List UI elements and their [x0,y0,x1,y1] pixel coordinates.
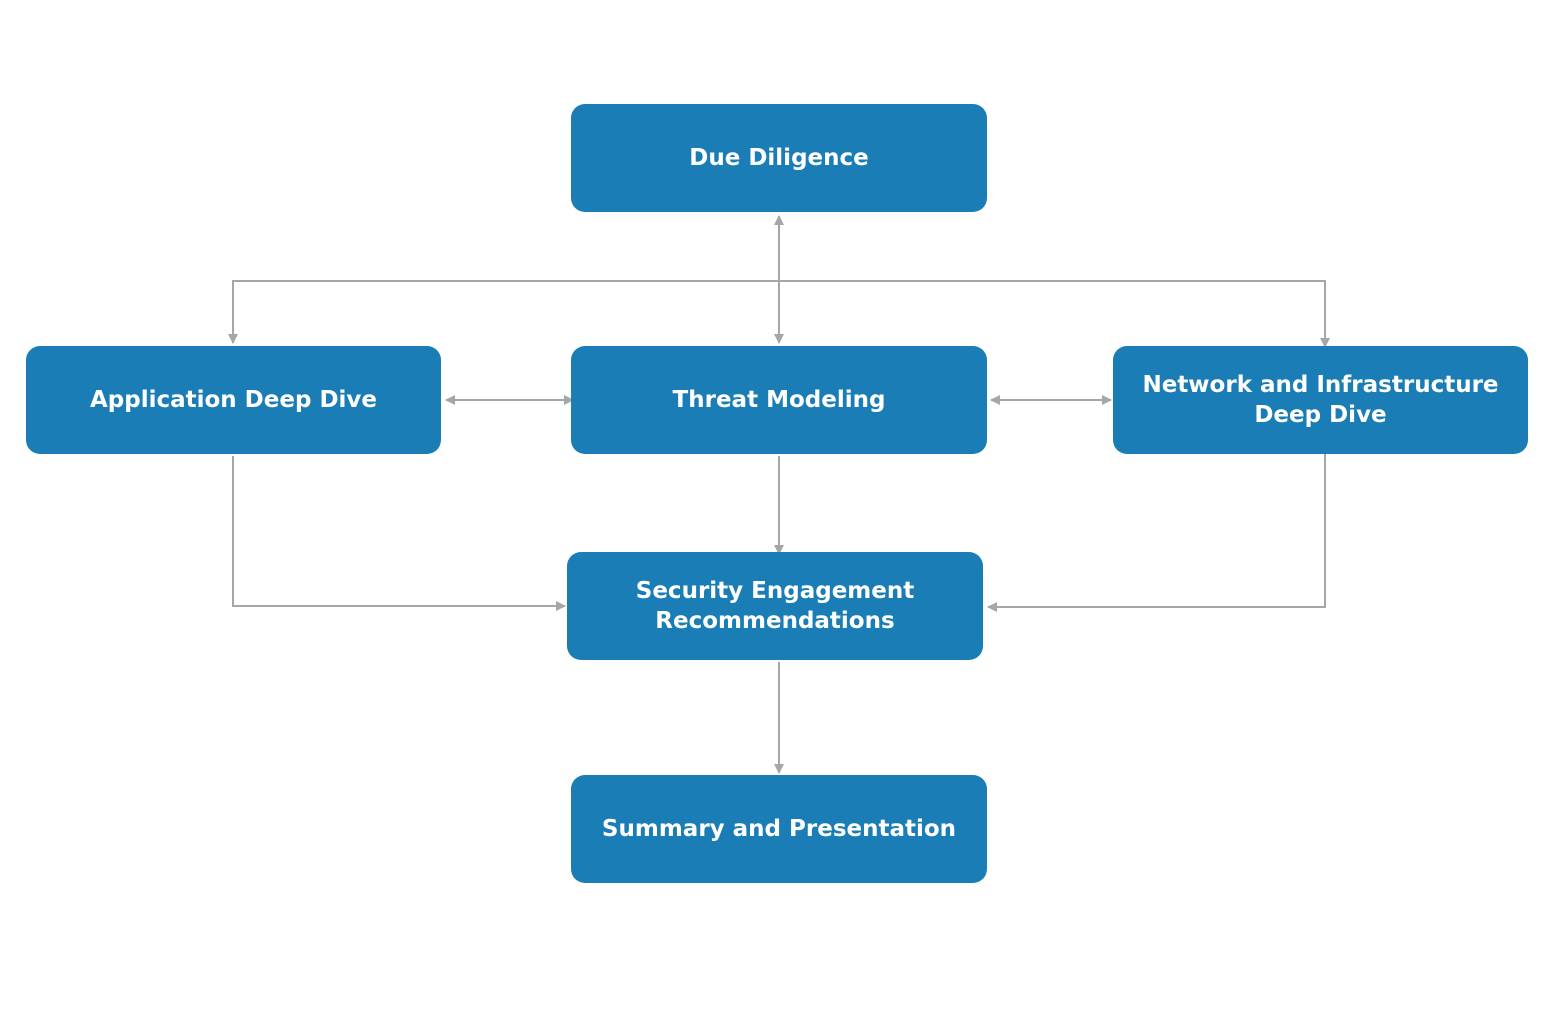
edge-due-net [779,280,1330,348]
node-threat-modeling: Threat Modeling [571,346,987,454]
node-summary-presentation-label: Summary and Presentation [601,816,957,842]
node-summary-presentation: Summary and Presentation [571,775,987,883]
edge-due-app [228,280,779,344]
node-network-infrastructure: Network and Infrastructure Deep Dive [1113,346,1528,454]
node-due-diligence-label: Due Diligence [689,145,869,171]
edge-app-sec [232,456,566,611]
node-threat-modeling-label: Threat Modeling [672,387,886,413]
node-due-diligence: Due Diligence [571,104,987,212]
node-security-recommendations-label: Security Engagement Recommendations [635,578,915,634]
node-application-deep-dive-label: Application Deep Dive [89,387,378,413]
node-application-deep-dive: Application Deep Dive [26,346,441,454]
edge-net-sec [987,452,1326,612]
node-network-infrastructure-label: Network and Infrastructure Deep Dive [1142,372,1499,428]
node-security-recommendations: Security Engagement Recommendations [567,552,983,660]
